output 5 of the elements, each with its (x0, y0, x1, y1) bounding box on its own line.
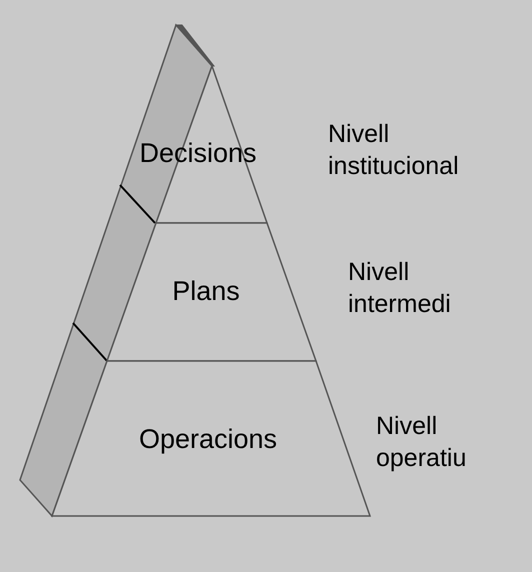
level-title: Operacions (138, 424, 278, 455)
level-caption: Nivell operatiu (376, 411, 468, 474)
level-caption: Nivell institucional (328, 119, 460, 182)
level-title: Plans (172, 276, 240, 307)
level-caption: Nivell intermedi (348, 257, 452, 320)
